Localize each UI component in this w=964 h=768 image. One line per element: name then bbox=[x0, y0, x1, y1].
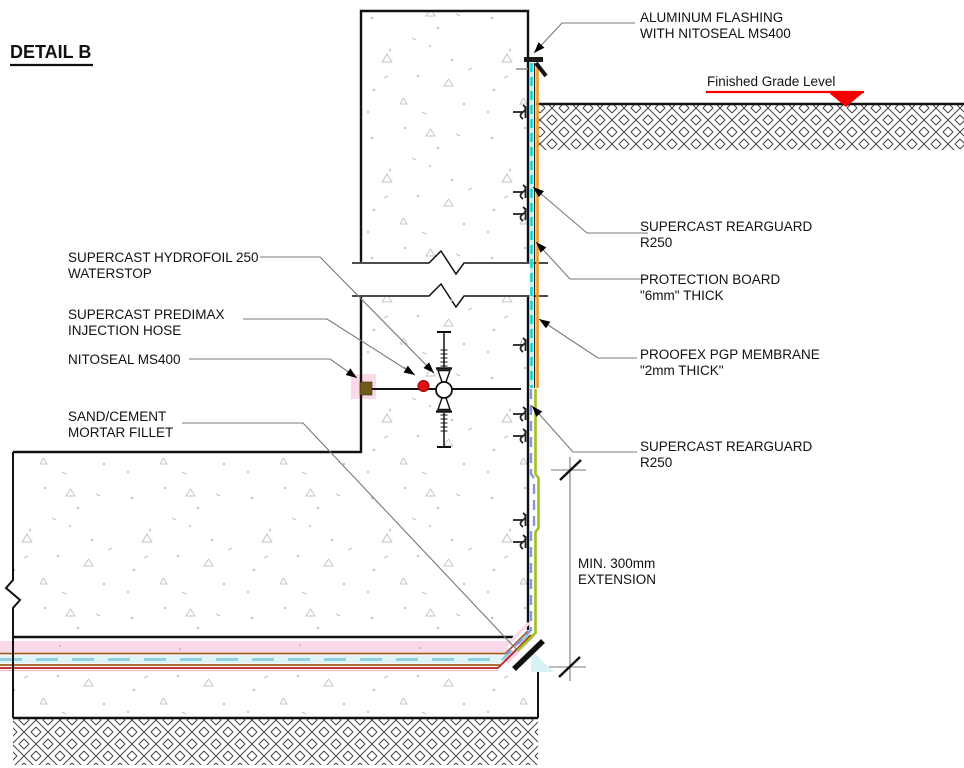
construction-joint bbox=[359, 331, 521, 448]
svg-text:R250: R250 bbox=[640, 455, 672, 470]
earth-below bbox=[13, 716, 538, 765]
rearguard-lower-line bbox=[506, 389, 536, 655]
blinding-concrete bbox=[13, 672, 539, 718]
underslab-membranes bbox=[0, 641, 508, 672]
wall-face-membranes bbox=[506, 63, 540, 655]
grade-level-marker-icon bbox=[828, 92, 864, 107]
label-predimax: SUPERCAST PREDIMAX bbox=[68, 307, 225, 322]
leader-lines bbox=[182, 22, 648, 651]
injection-hose-symbol bbox=[417, 380, 430, 392]
leader-proofex bbox=[538, 318, 637, 359]
foundation-left-edge bbox=[4, 452, 22, 718]
svg-text:"6mm" THICK: "6mm" THICK bbox=[640, 288, 724, 303]
mortar-fillet-symbol bbox=[512, 639, 545, 671]
dimension-min-extension bbox=[549, 457, 586, 681]
membrane-pink-band bbox=[0, 641, 508, 652]
break-lines bbox=[352, 249, 548, 309]
label-nitoseal: NITOSEAL MS400 bbox=[68, 352, 181, 367]
leader-protection-board bbox=[535, 241, 648, 280]
svg-text:MORTAR FILLET: MORTAR FILLET bbox=[68, 425, 173, 440]
label-finished-grade: Finished Grade Level bbox=[707, 74, 835, 89]
concrete-wall-upper bbox=[359, 9, 530, 262]
svg-text:WATERSTOP: WATERSTOP bbox=[68, 266, 152, 281]
aluminum-flashing-symbol bbox=[516, 57, 548, 78]
svg-text:"2mm THICK": "2mm THICK" bbox=[640, 363, 724, 378]
label-hydrofoil: SUPERCAST HYDROFOIL 250 bbox=[68, 250, 259, 265]
leader-rearguard-lower bbox=[531, 405, 637, 453]
dimension-tick-top bbox=[559, 459, 582, 481]
svg-text:R250: R250 bbox=[640, 235, 672, 250]
leader-aluminum-flashing bbox=[533, 22, 635, 54]
svg-text:INJECTION HOSE: INJECTION HOSE bbox=[68, 323, 181, 338]
label-rearguard-upper: SUPERCAST REARGUARD bbox=[640, 219, 813, 234]
leader-hydrofoil bbox=[260, 256, 435, 374]
label-mortar-fillet: SAND/CEMENT bbox=[68, 409, 166, 424]
nitoseal-sealant-symbol bbox=[359, 381, 373, 396]
dimension-tick-bottom bbox=[558, 656, 581, 678]
leader-predimax bbox=[243, 318, 416, 376]
label-rearguard-lower: SUPERCAST REARGUARD bbox=[640, 439, 813, 454]
hydrofoil-waterstop-symbol bbox=[435, 331, 453, 448]
page-title: DETAIL B bbox=[10, 42, 91, 62]
label-min-extension: MIN. 300mm bbox=[578, 556, 655, 571]
label-proofex: PROOFEX PGP MEMBRANE bbox=[640, 347, 820, 362]
label-aluminum-flashing: ALUMINUM FLASHING bbox=[640, 10, 783, 25]
leader-mortar-fillet bbox=[182, 422, 518, 651]
membrane-corner-wrap bbox=[497, 621, 554, 672]
leader-rearguard-upper bbox=[532, 186, 648, 234]
earth-right-of-wall bbox=[536, 102, 964, 150]
leader-nitoseal bbox=[189, 358, 358, 379]
concrete-foundation bbox=[13, 297, 530, 639]
svg-text:WITH NITOSEAL MS400: WITH NITOSEAL MS400 bbox=[640, 26, 791, 41]
membrane-green-line bbox=[516, 389, 540, 652]
annotations: DETAIL B ALUMINUM FLASHING WITH NITOSEAL… bbox=[10, 10, 835, 587]
finished-grade-marker bbox=[706, 90, 864, 107]
label-protection-board: PROTECTION BOARD bbox=[640, 272, 781, 287]
svg-text:EXTENSION: EXTENSION bbox=[578, 572, 656, 587]
